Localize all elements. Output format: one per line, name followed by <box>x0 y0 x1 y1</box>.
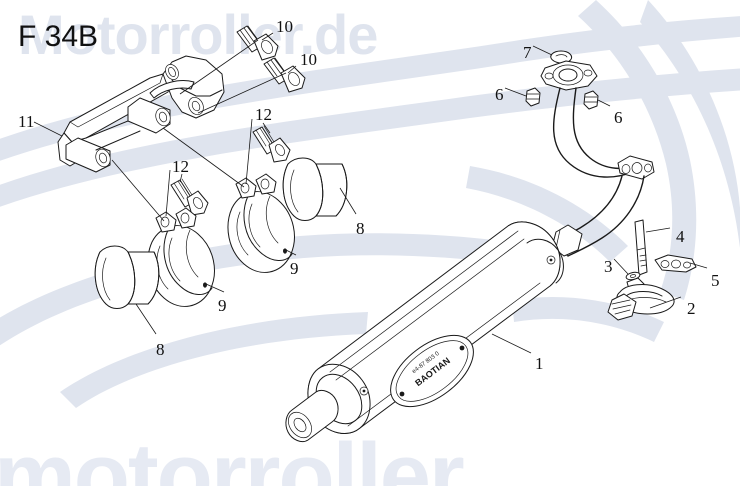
part-5-spacer-plate <box>654 254 697 273</box>
callout-5: 5 <box>711 271 720 290</box>
part-6-flange-nut-left <box>525 87 541 107</box>
callout-2: 2 <box>687 299 696 318</box>
callout-8-upper: 8 <box>356 219 365 238</box>
callout-6-left: 6 <box>495 85 504 104</box>
callout-8-lower: 8 <box>156 340 165 359</box>
part-10-hex-bolt-upper <box>236 25 279 61</box>
exhaust-down-pipe <box>547 87 655 257</box>
part-8-heat-shield-lower <box>94 245 160 309</box>
part-1-muffler-body: BAOTIAN e4-87 803 0 <box>285 221 564 443</box>
callout-9-upper: 9 <box>290 259 299 278</box>
callout-6-right: 6 <box>614 108 623 127</box>
part-9-clamp-upper <box>227 173 295 273</box>
part-2-mounting-bracket <box>607 277 675 321</box>
callout-12-upper: 12 <box>255 105 272 124</box>
part-10-hex-bolt-lower <box>263 57 306 93</box>
callout-3: 3 <box>604 257 613 276</box>
exhaust-header-flange <box>540 60 598 91</box>
leader-lines <box>33 32 708 354</box>
callout-4: 4 <box>676 227 685 246</box>
part-8-heat-shield-upper <box>282 157 348 221</box>
part-12-clamp-screw-upper <box>252 125 291 163</box>
callout-7: 7 <box>523 43 532 62</box>
callout-12-lower: 12 <box>172 157 189 176</box>
callout-10-upper: 10 <box>276 17 293 36</box>
part-6-flange-nut-right <box>583 90 599 110</box>
watermark-bottom-text: motorroller <box>0 425 465 486</box>
part-11-support-bracket <box>57 55 225 173</box>
callout-10-lower: 10 <box>300 50 317 69</box>
watermark-top-text: Motorroller.de <box>18 3 378 66</box>
callout-9-lower: 9 <box>218 296 227 315</box>
page-title: F 34B <box>18 20 99 53</box>
part-12-clamp-screw-lower <box>170 178 209 216</box>
muffler-rivets <box>359 255 556 396</box>
callout-1: 1 <box>535 354 544 373</box>
muffler-badge: BAOTIAN e4-87 803 0 <box>390 334 474 408</box>
callout-11: 11 <box>18 112 35 131</box>
part-4-long-bolt <box>634 219 648 276</box>
part-7-exhaust-gasket <box>550 50 573 64</box>
